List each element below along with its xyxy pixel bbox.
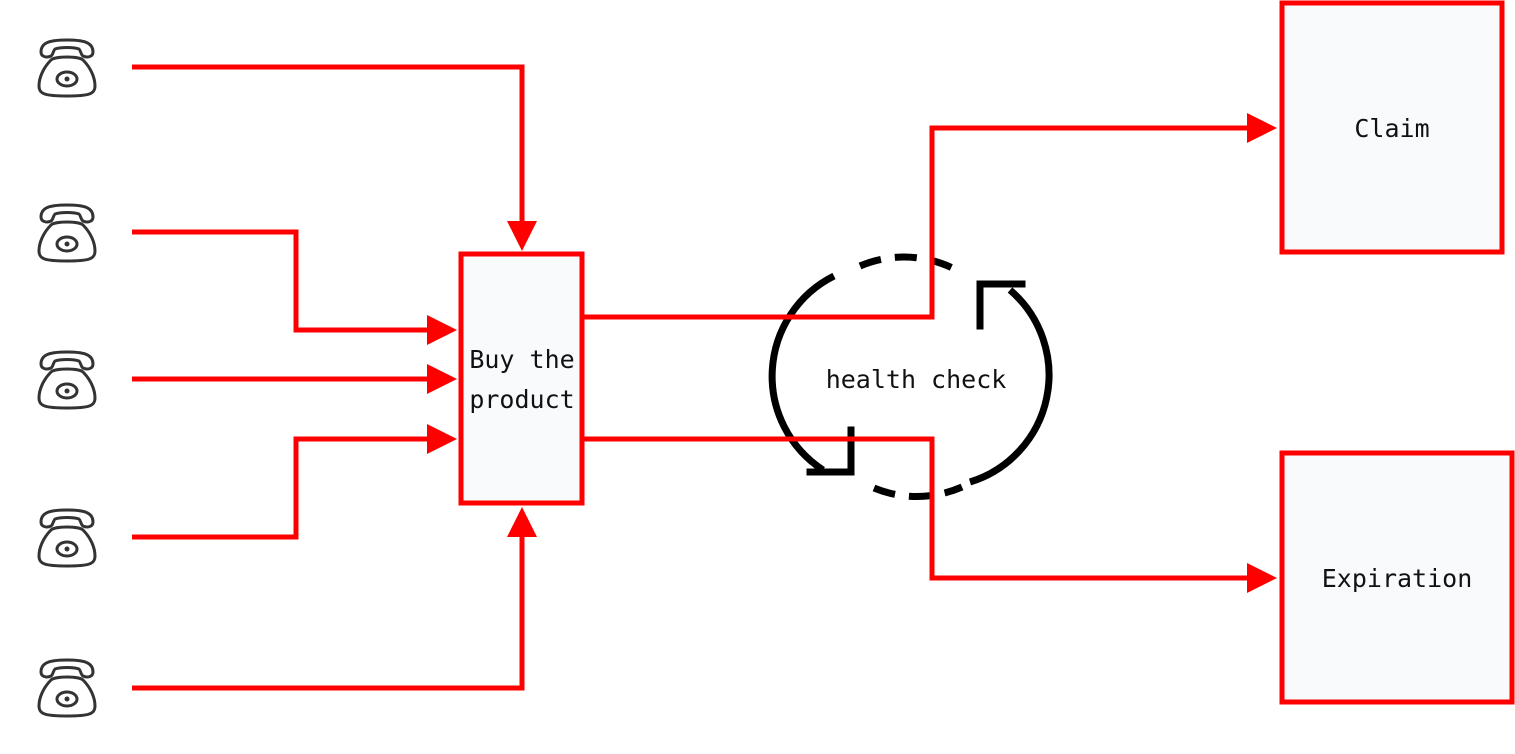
connector-to-claim	[583, 113, 1277, 320]
expiration-node: Expiration	[1279, 450, 1515, 705]
connector-phone-5	[132, 507, 537, 691]
health-check-label: health check	[826, 365, 1007, 394]
cycle-arrows-icon	[768, 253, 1053, 500]
buy-node-label-line-1: Buy the	[469, 345, 574, 374]
claim-label: Claim	[1354, 114, 1429, 143]
claim-node: Claim	[1279, 0, 1505, 255]
telephone-icon	[37, 508, 97, 568]
connector-phone-4	[132, 424, 457, 540]
buy-node-label-line-2: product	[469, 385, 574, 414]
connector-phone-1	[132, 64, 537, 251]
connector-phone-2	[132, 229, 457, 345]
buy-the-product-node: Buy the product	[458, 251, 585, 506]
telephone-icon	[37, 658, 97, 718]
telephone-icon	[37, 203, 97, 263]
outcome-connectors	[583, 113, 1277, 593]
expiration-label: Expiration	[1322, 564, 1473, 593]
source-connectors	[132, 64, 537, 691]
connector-to-expiration	[583, 436, 1277, 593]
telephone-icon	[37, 38, 97, 98]
telephone-icon	[37, 350, 97, 410]
